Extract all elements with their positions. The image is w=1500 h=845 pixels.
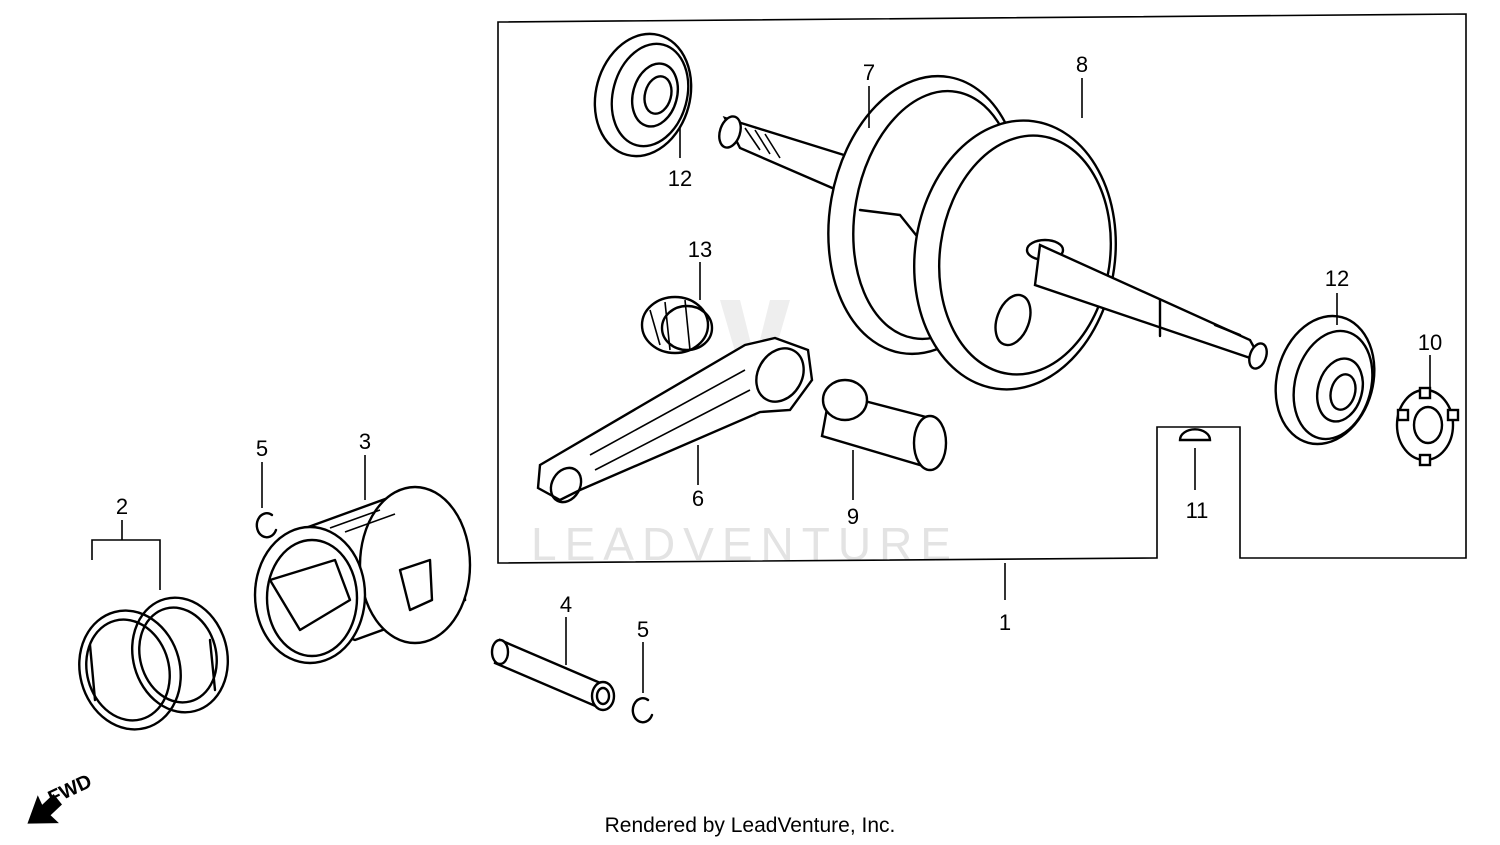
callout-12-right: 12 bbox=[1325, 266, 1349, 291]
callout-9: 9 bbox=[847, 504, 859, 529]
needle-bearing-13 bbox=[640, 295, 714, 355]
callout-7: 7 bbox=[863, 60, 875, 85]
leader-2 bbox=[91, 520, 161, 590]
callout-10: 10 bbox=[1418, 330, 1442, 355]
fwd-label: FWD bbox=[45, 770, 96, 809]
piston-3 bbox=[253, 485, 472, 665]
callout-5-lower: 5 bbox=[637, 617, 649, 642]
assembly-bracket bbox=[497, 13, 1467, 564]
callout-12-top: 12 bbox=[668, 166, 692, 191]
callout-5-upper: 5 bbox=[256, 436, 268, 461]
callout-3: 3 bbox=[359, 429, 371, 454]
callout-2: 2 bbox=[116, 494, 128, 519]
piston-rings-2 bbox=[78, 596, 230, 731]
callout-11: 11 bbox=[1186, 498, 1209, 523]
piston-pin-4 bbox=[490, 638, 616, 712]
callout-6: 6 bbox=[692, 486, 704, 511]
crank-web-8 bbox=[913, 119, 1117, 391]
crankshaft-right-shaft bbox=[1033, 243, 1268, 370]
callout-1: 1 bbox=[999, 610, 1011, 635]
bearing-12-top bbox=[593, 32, 693, 158]
footer-credit: Rendered by LeadVenture, Inc. bbox=[604, 814, 896, 837]
gear-10 bbox=[1395, 386, 1460, 467]
piston-pin-clip-5-upper bbox=[255, 512, 278, 539]
crank-pin-9 bbox=[820, 378, 948, 472]
callout-8: 8 bbox=[1076, 52, 1088, 77]
connecting-rod-6 bbox=[536, 336, 814, 504]
watermark: LEADVENTURE bbox=[531, 300, 951, 570]
woodruff-key-11 bbox=[1178, 428, 1212, 442]
callout-13: 13 bbox=[688, 237, 712, 262]
bearing-12-right bbox=[1274, 314, 1376, 446]
callout-4: 4 bbox=[560, 592, 572, 617]
piston-pin-clip-5-lower bbox=[631, 697, 654, 724]
